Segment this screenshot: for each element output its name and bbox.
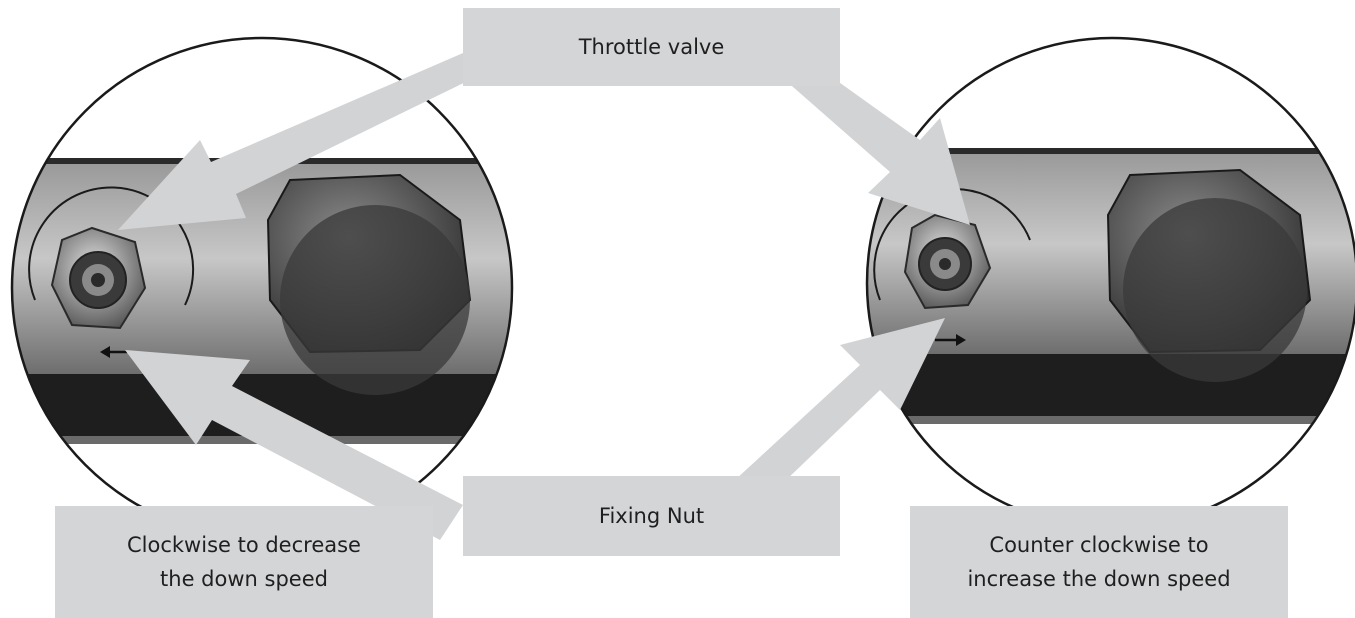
counter-clockwise-label: Counter clockwise to increase the down s… <box>967 528 1230 596</box>
clockwise-label-box: Clockwise to decrease the down speed <box>55 506 433 618</box>
clockwise-label: Clockwise to decrease the down speed <box>127 528 361 596</box>
fixing-nut-label: Fixing Nut <box>599 499 704 533</box>
right-magnifier-photo <box>850 38 1355 528</box>
fixing-nut-label-box: Fixing Nut <box>463 476 840 556</box>
throttle-valve-label: Throttle valve <box>579 30 725 64</box>
left-magnifier-photo <box>0 38 520 538</box>
counter-clockwise-label-box: Counter clockwise to increase the down s… <box>910 506 1288 618</box>
throttle-valve-label-box: Throttle valve <box>463 8 840 86</box>
